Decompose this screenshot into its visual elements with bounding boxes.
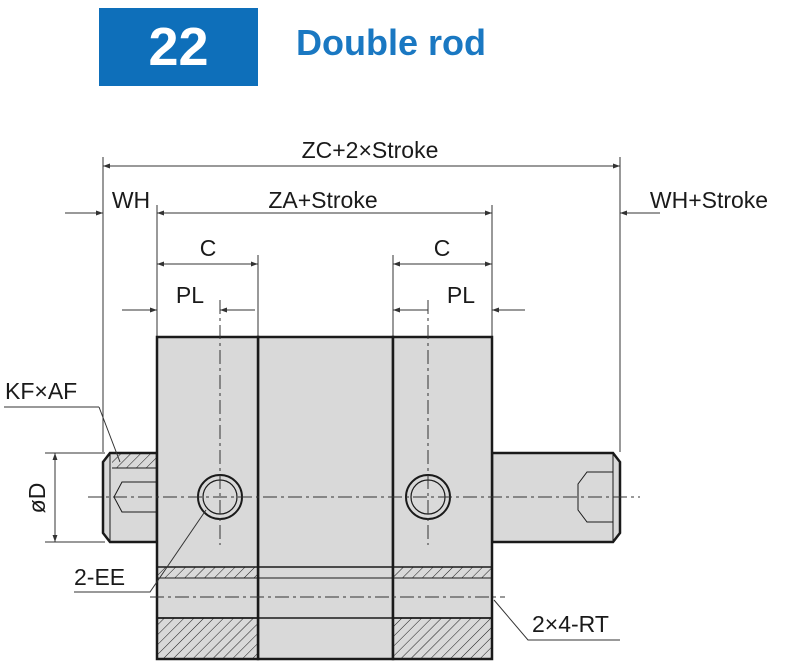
rt-thread-hatch-top-left [157, 567, 258, 578]
label-wh-stroke: WH+Stroke [650, 187, 768, 213]
rt-thread-hatch-left [156, 617, 259, 660]
left-rod-thread-hatch [112, 453, 157, 468]
center-lines [88, 300, 640, 598]
label-rt: 2×4-RT [532, 611, 609, 637]
label-pl-left: PL [176, 282, 204, 308]
label-ee: 2-EE [74, 564, 125, 590]
label-zc-stroke: ZC+2×Stroke [302, 137, 439, 163]
section-number-badge: 22 [99, 8, 258, 86]
rt-leader [493, 599, 620, 641]
rt-thread-hatch-top-right [393, 567, 492, 578]
right-rod-bore [577, 471, 613, 523]
rt-thread-hatch-right [392, 617, 493, 660]
label-wh: WH [112, 187, 150, 213]
label-c-right: C [434, 235, 451, 261]
label-pl-right: PL [447, 282, 475, 308]
body-center [256, 335, 395, 661]
extension-lines [45, 157, 621, 543]
label-kf-af: KF×AF [5, 378, 77, 404]
label-c-left: C [200, 235, 217, 261]
ee-leader [74, 509, 207, 593]
dimension-lines [52, 163, 660, 542]
label-od: øD [24, 483, 50, 514]
page-title: Double rod [296, 22, 486, 63]
label-za-stroke: ZA+Stroke [268, 187, 377, 213]
